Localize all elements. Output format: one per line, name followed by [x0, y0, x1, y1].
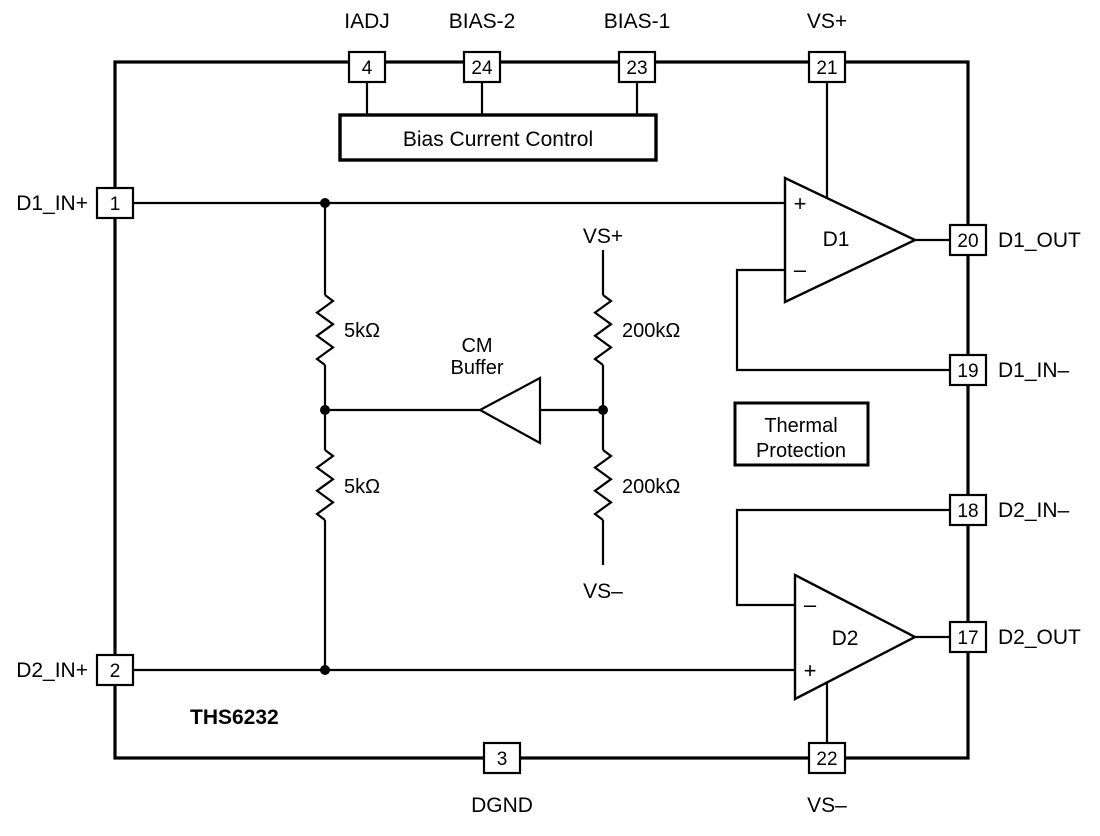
d1-plus-sign: +	[794, 191, 807, 216]
pin-bias1: 23	[617, 50, 657, 84]
pin-bias2: 24	[462, 50, 502, 84]
label-d1-out: D1_OUT	[998, 229, 1081, 252]
pin-box-3	[482, 741, 522, 775]
junction-dot-supply-mid	[598, 405, 608, 415]
label-vs-minus-pin: VS–	[807, 794, 847, 817]
pin-dgnd: 3	[482, 741, 522, 775]
pin-number-19: 19	[957, 361, 978, 382]
d2-label: D2	[832, 627, 859, 650]
cm-buffer-triangle	[477, 376, 542, 445]
label-bias1: BIAS-1	[604, 10, 671, 33]
pin-number-2: 2	[110, 661, 121, 682]
thermal-protection-box	[733, 401, 870, 467]
pin-box-18	[948, 493, 988, 527]
r2-value-label: 5kΩ	[344, 476, 380, 498]
pin-number-22: 22	[816, 749, 837, 770]
pin-box-17	[948, 620, 988, 654]
resistor-r2-5k	[315, 449, 335, 521]
chip-part-number: THS6232	[190, 706, 279, 729]
resistor-r1-5k	[315, 294, 335, 366]
pin-d2-in-minus: 18	[948, 493, 988, 527]
label-iadj: IADJ	[344, 10, 390, 33]
resistor-r4-200k	[593, 449, 613, 521]
pin-d1-in-plus: 1	[95, 186, 135, 220]
junction-dot-d1-in	[320, 198, 330, 208]
label-d2-in-minus: D2_IN–	[998, 499, 1070, 522]
pin-box-20	[948, 223, 988, 257]
pin-d1-out: 20	[948, 223, 988, 257]
thermal-label-line2: Protection	[756, 440, 846, 462]
pin-iadj: 4	[347, 50, 387, 84]
pin-d2-in-plus: 2	[95, 653, 135, 687]
vs-minus-internal-label: VS–	[583, 580, 623, 603]
pin-number-4: 4	[362, 58, 373, 79]
label-vs-plus-pin: VS+	[807, 10, 847, 33]
resistor-r3-200k	[593, 294, 613, 366]
label-d1-in-plus: D1_IN+	[16, 192, 88, 215]
cm-buffer-label-line1: CM	[461, 335, 492, 357]
cm-buffer-label-line2: Buffer	[451, 357, 504, 379]
pin-number-18: 18	[957, 501, 978, 522]
pin-number-20: 20	[957, 231, 978, 252]
r4-value-label: 200kΩ	[622, 476, 680, 498]
wire-d2-in-minus	[735, 508, 950, 607]
pin-number-3: 3	[497, 749, 508, 770]
bias-control-label: Bias Current Control	[403, 128, 593, 151]
pin-vs-minus: 22	[807, 741, 847, 775]
r1-value-label: 5kΩ	[344, 320, 380, 342]
pin-d1-in-minus: 19	[948, 353, 988, 387]
pin-box-24	[462, 50, 502, 84]
d1-label: D1	[823, 228, 850, 251]
label-d2-in-plus: D2_IN+	[16, 659, 88, 682]
pin-box-2	[95, 653, 135, 687]
wire-d1-in-minus	[735, 268, 950, 372]
opamp-d2-triangle	[793, 573, 918, 701]
pin-number-21: 21	[816, 58, 837, 79]
pin-number-23: 23	[626, 58, 647, 79]
pin-box-1	[95, 186, 135, 220]
label-bias2: BIAS-2	[449, 10, 516, 33]
pin-box-19	[948, 353, 988, 387]
pin-box-21	[807, 50, 847, 84]
vs-plus-internal-label: VS+	[583, 225, 623, 248]
junction-dot-d2-in	[320, 665, 330, 675]
junction-dot-cm-node	[320, 405, 330, 415]
chip-boundary	[113, 60, 970, 760]
pin-box-22	[807, 741, 847, 775]
r3-value-label: 200kΩ	[622, 320, 680, 342]
thermal-label-line1: Thermal	[764, 415, 837, 437]
pin-number-1: 1	[110, 194, 121, 215]
pin-number-24: 24	[471, 58, 493, 79]
d2-minus-sign: –	[804, 592, 817, 617]
label-dgnd: DGND	[471, 794, 533, 817]
label-d2-out: D2_OUT	[998, 626, 1081, 649]
opamp-d1-triangle	[783, 176, 918, 304]
pin-box-23	[617, 50, 657, 84]
d1-minus-sign: –	[794, 257, 807, 282]
d2-plus-sign: +	[804, 658, 817, 683]
pin-d2-out: 17	[948, 620, 988, 654]
pin-number-17: 17	[957, 628, 978, 649]
bias-current-control-box	[338, 113, 658, 162]
label-d1-in-minus: D1_IN–	[998, 359, 1070, 382]
pin-box-4	[347, 50, 387, 84]
pin-vs-plus: 21	[807, 50, 847, 84]
